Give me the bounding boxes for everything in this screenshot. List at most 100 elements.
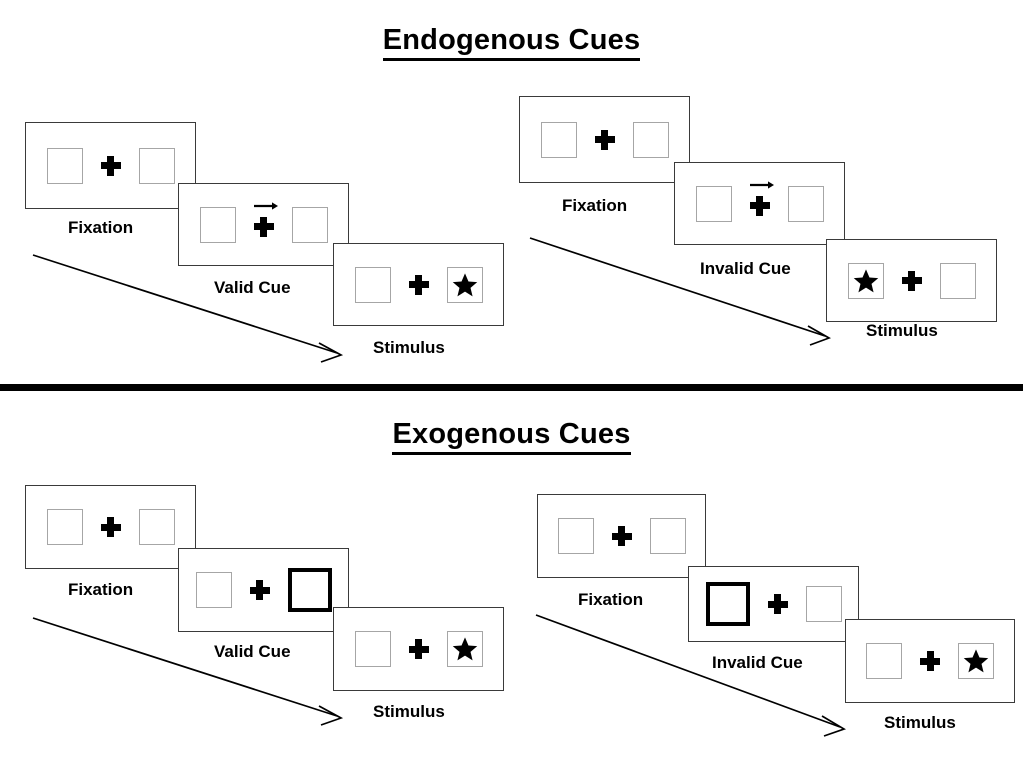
- panel-display-area: [675, 163, 844, 244]
- fixation-cross-icon: [749, 195, 770, 216]
- panel-endogenous-invalid-stimulus: [826, 239, 997, 322]
- left-placeholder-box: [46, 147, 83, 184]
- caption-endogenous-invalid-fixation: Fixation: [562, 196, 628, 215]
- panel-exogenous-valid-stimulus: [333, 607, 504, 691]
- time-arrow-exogenous-valid: [32, 617, 344, 726]
- display-row: [46, 509, 175, 545]
- display-row: [705, 582, 842, 626]
- panel-endogenous-valid-cue: [178, 183, 349, 266]
- right-target-box: [446, 631, 483, 667]
- fixation-cross-icon: [408, 639, 429, 659]
- panel-display-area: [26, 123, 195, 208]
- left-placeholder-box: [557, 518, 594, 554]
- right-placeholder-box: [805, 586, 842, 622]
- display-row: [354, 266, 483, 303]
- left-placeholder-box: [540, 121, 577, 158]
- star-target-icon: [452, 636, 478, 662]
- caption-exogenous-invalid-cue: Invalid Cue: [712, 653, 803, 672]
- section-title-exogenous-text: Exogenous Cues: [392, 418, 631, 455]
- arrow-right-cue-icon: [749, 180, 774, 189]
- display-row: [199, 201, 328, 243]
- panel-display-area: [846, 620, 1014, 702]
- time-arrow-endogenous-valid: [32, 254, 344, 363]
- right-cued-box: [287, 568, 332, 612]
- panel-display-area: [520, 97, 689, 182]
- right-placeholder-box: [632, 121, 669, 158]
- section-divider: [0, 384, 1023, 391]
- caption-endogenous-invalid-stimulus: Stimulus: [866, 321, 938, 340]
- fixation-cross-icon: [408, 274, 429, 295]
- caption-exogenous-valid-cue: Valid Cue: [214, 642, 291, 661]
- left-placeholder-box: [195, 572, 232, 608]
- caption-exogenous-invalid-fixation: Fixation: [578, 590, 644, 609]
- left-placeholder-box: [866, 643, 902, 679]
- fixation-cross-icon: [611, 526, 632, 546]
- fixation-cross-icon: [920, 651, 940, 671]
- left-placeholder-box: [354, 266, 391, 303]
- left-placeholder-box: [46, 509, 83, 545]
- panel-display-area: [179, 184, 348, 265]
- right-placeholder-box: [138, 509, 175, 545]
- fixation-cross-icon: [100, 155, 121, 176]
- panel-exogenous-invalid-cue: [688, 566, 859, 642]
- fixation-cross-icon: [767, 594, 788, 614]
- star-target-icon: [963, 648, 989, 674]
- fixation-cross-icon: [594, 129, 615, 150]
- left-placeholder-box: [199, 206, 236, 243]
- caption-endogenous-invalid-cue: Invalid Cue: [700, 259, 791, 278]
- panel-endogenous-valid-stimulus: [333, 243, 504, 326]
- display-row: [46, 147, 175, 184]
- left-target-box: [847, 262, 884, 299]
- star-target-icon: [853, 268, 879, 294]
- fixation-cross-icon: [901, 270, 922, 291]
- caption-exogenous-valid-stimulus: Stimulus: [373, 702, 445, 721]
- caption-endogenous-valid-stimulus: Stimulus: [373, 338, 445, 357]
- section-title-endogenous: Endogenous Cues: [0, 24, 1023, 61]
- panel-display-area: [334, 608, 503, 690]
- section-title-exogenous: Exogenous Cues: [0, 418, 1023, 455]
- caption-exogenous-invalid-stimulus: Stimulus: [884, 713, 956, 732]
- panel-exogenous-valid-fixation: [25, 485, 196, 569]
- cue-holder: [253, 201, 278, 237]
- display-row: [695, 180, 824, 222]
- panel-display-area: [689, 567, 858, 641]
- left-cued-box: [705, 582, 750, 626]
- arrow-right-cue-icon: [253, 201, 278, 210]
- right-placeholder-box: [138, 147, 175, 184]
- right-placeholder-box: [787, 185, 824, 222]
- panel-display-area: [26, 486, 195, 568]
- caption-endogenous-valid-cue: Valid Cue: [214, 278, 291, 297]
- panel-display-area: [538, 495, 705, 577]
- left-placeholder-box: [354, 631, 391, 667]
- panel-endogenous-valid-fixation: [25, 122, 196, 209]
- fixation-cross-icon: [253, 216, 274, 237]
- fixation-cross-icon: [249, 580, 270, 600]
- star-target-icon: [452, 272, 478, 298]
- left-placeholder-box: [695, 185, 732, 222]
- display-row: [847, 262, 976, 299]
- right-placeholder-box: [649, 518, 686, 554]
- display-row: [354, 631, 483, 667]
- display-row: [866, 643, 994, 679]
- panel-endogenous-invalid-cue: [674, 162, 845, 245]
- panel-exogenous-invalid-fixation: [537, 494, 706, 578]
- fixation-cross-icon: [100, 517, 121, 537]
- panel-endogenous-invalid-fixation: [519, 96, 690, 183]
- panel-display-area: [334, 244, 503, 325]
- right-target-box: [446, 266, 483, 303]
- caption-endogenous-valid-fixation: Fixation: [68, 218, 134, 237]
- panel-exogenous-valid-cue: [178, 548, 349, 632]
- panel-exogenous-invalid-stimulus: [845, 619, 1015, 703]
- display-row: [195, 568, 332, 612]
- cue-holder: [749, 180, 774, 216]
- right-placeholder-box: [939, 262, 976, 299]
- time-arrow-endogenous-invalid: [529, 237, 832, 346]
- caption-exogenous-valid-fixation: Fixation: [68, 580, 134, 599]
- display-row: [557, 518, 686, 554]
- display-row: [540, 121, 669, 158]
- right-target-box: [958, 643, 994, 679]
- right-placeholder-box: [291, 206, 328, 243]
- panel-display-area: [179, 549, 348, 631]
- panel-display-area: [827, 240, 996, 321]
